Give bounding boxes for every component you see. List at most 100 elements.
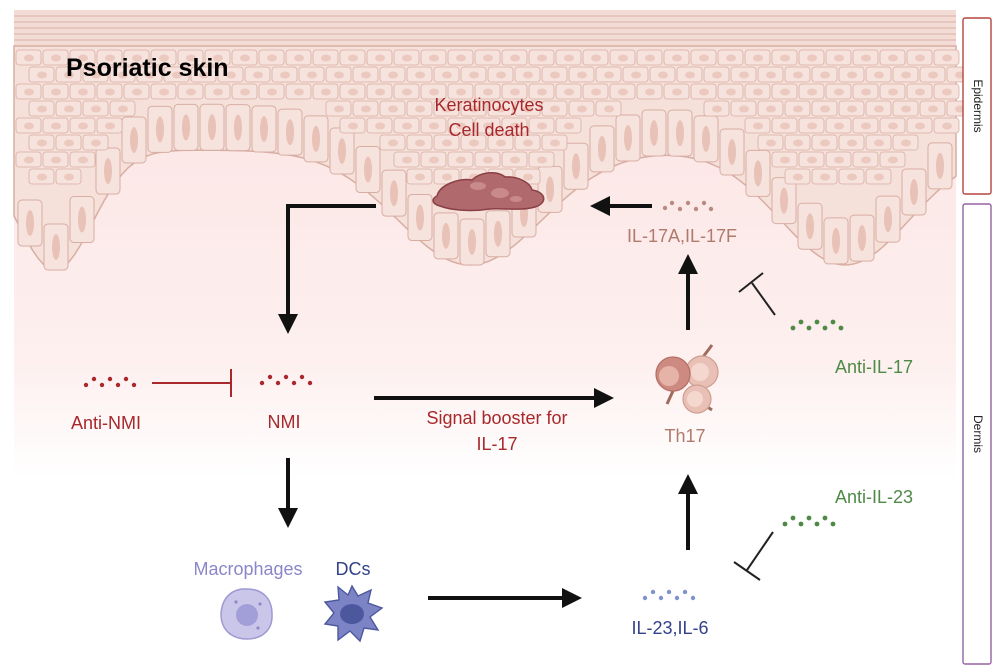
cell-death-label: Cell death [448,120,529,140]
dying-keratinocyte [432,172,545,212]
keratinocyte-nucleus [429,156,439,164]
basal-cell-nucleus [260,115,268,142]
basal-cell-nucleus [390,180,398,207]
keratinocyte-nucleus [24,54,34,62]
keratinocyte-nucleus [78,54,88,62]
stratum-corneum-lines [14,15,956,41]
basal-cell-nucleus [130,126,138,153]
keratinocyte-nucleus [334,105,344,113]
keratinocyte-nucleus [915,88,925,96]
basal-cell-nucleus [364,156,372,183]
basal-cell-nucleus [780,187,788,214]
anti-nmi-label: Anti-NMI [71,413,141,433]
keratinocyte-nucleus [564,54,574,62]
keratinocyte-nucleus [199,71,209,79]
basal-cell-nucleus [182,114,190,141]
keratinocyte-nucleus [726,54,736,62]
macrophages-label: Macrophages [193,559,302,579]
basal-cell-nucleus [156,116,164,143]
keratinocyte-nucleus [429,122,439,130]
keratinocyte-nucleus [550,105,560,113]
basal-cell-nucleus [676,120,684,147]
th17-cell-cluster [655,344,719,414]
nmi-dots [259,374,313,386]
keratinocyte-nucleus [226,71,236,79]
anti-il17-dots [790,319,844,331]
dcs-label: DCs [336,559,371,579]
keratinocyte-nucleus [388,139,398,147]
keratinocyte-nucleus [928,71,938,79]
keratinocyte-nucleus [739,71,749,79]
basal-cell-nucleus [806,213,814,240]
keratinocyte-nucleus [510,88,520,96]
keratinocyte-nucleus [861,88,871,96]
keratinocyte-nucleus [820,173,830,181]
keratinocyte-nucleus [37,105,47,113]
keratinocyte-nucleus [213,54,223,62]
keratinocyte-nucleus [780,156,790,164]
basal-cell-nucleus [546,176,554,203]
keratinocyte-nucleus [294,54,304,62]
keratinocyte-nucleus [793,173,803,181]
keratinocyte-nucleus [604,105,614,113]
keratinocyte-nucleus [901,139,911,147]
keratinocyte-nucleus [415,139,425,147]
keratinocyte-nucleus [523,139,533,147]
keratinocyte-nucleus [834,54,844,62]
anti-il23-dots [782,515,836,527]
keratinocyte-nucleus [699,88,709,96]
keratinocyte-nucleus [523,71,533,79]
keratinocyte-nucleus [834,156,844,164]
keratinocyte-nucleus [456,88,466,96]
basal-cell-nucleus [936,152,944,179]
keratinocyte-nucleus [132,54,142,62]
basal-cell-nucleus [728,139,736,166]
keratinocyte-nucleus [537,156,547,164]
keratinocyte-nucleus [861,122,871,130]
keratinocyte-nucleus [24,122,34,130]
keratinocyte-nucleus [564,88,574,96]
basal-cell-nucleus [884,206,892,233]
keratinocyte-nucleus [820,139,830,147]
keratinocyte-nucleus [807,156,817,164]
keratinocyte-nucleus [442,71,452,79]
keratinocyte-nucleus [415,71,425,79]
keratinocyte-nucleus [496,139,506,147]
keratinocyte-nucleus [915,54,925,62]
keratinocyte-nucleus [834,122,844,130]
basal-cell-nucleus [572,153,580,180]
basal-cell-nucleus [650,119,658,146]
keratinocyte-nucleus [793,71,803,79]
th17-label: Th17 [664,426,705,446]
keratinocyte-nucleus [456,122,466,130]
il17-label: IL-17A,IL-17F [627,226,737,246]
arrows [278,196,698,608]
keratinocyte-nucleus [658,71,668,79]
keratinocyte-nucleus [402,54,412,62]
anti-nmi-dots [83,376,137,388]
keratinocyte-nucleus [766,71,776,79]
basal-cell-nucleus [494,220,502,247]
keratinocyte-nucleus [874,105,884,113]
basal-cell-nucleus [104,158,112,185]
keratinocyte-nucleus [888,54,898,62]
keratinocyte-nucleus [820,105,830,113]
keratinocyte-nucleus [874,71,884,79]
keratinocyte-nucleus [793,105,803,113]
keratinocyte-nucleus [51,122,61,130]
keratinocyte-nucleus [942,88,952,96]
keratinocyte-nucleus [118,105,128,113]
keratinocyte-nucleus [861,54,871,62]
keratinocyte-nucleus [510,122,520,130]
keratinocyte-nucleus [753,88,763,96]
keratinocyte-nucleus [928,105,938,113]
keratinocyte-nucleus [321,54,331,62]
keratinocyte-nucleus [402,156,412,164]
keratinocyte-nucleus [402,122,412,130]
basal-cell-nucleus [910,178,918,205]
keratinocyte-nucleus [456,156,466,164]
keratinocyte-nucleus [496,71,506,79]
keratinocyte-nucleus [294,88,304,96]
keratinocyte-nucleus [564,122,574,130]
